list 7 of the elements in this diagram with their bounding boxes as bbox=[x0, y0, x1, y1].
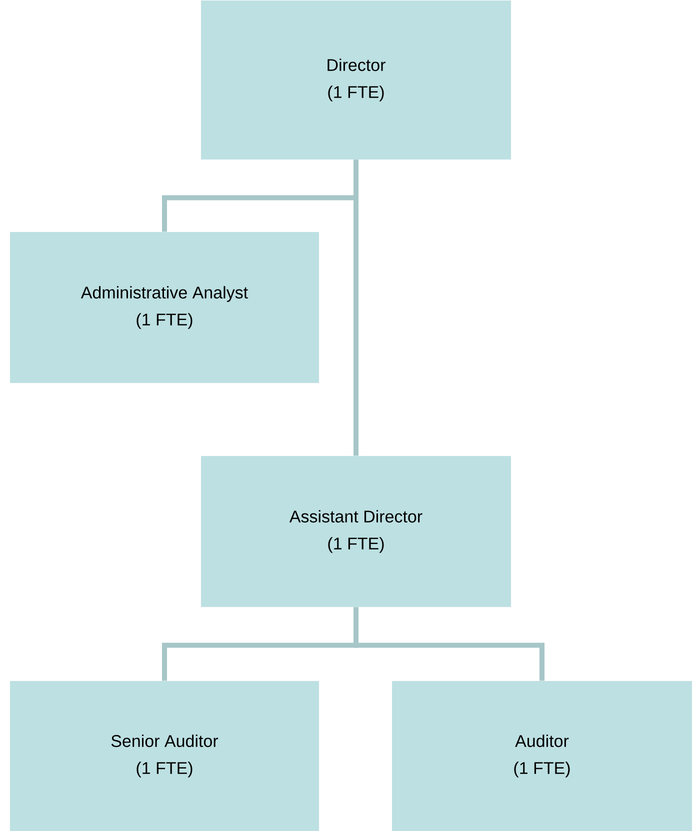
position-box: Senior Auditor (1 FTE) bbox=[10, 681, 319, 831]
connector-line bbox=[162, 160, 358, 232]
position-box: Administrative Analyst (1 FTE) bbox=[10, 232, 319, 383]
position-box: Auditor (1 FTE) bbox=[392, 681, 692, 831]
position-box: Assistant Director (1 FTE) bbox=[201, 456, 511, 607]
position-box: Director (1 FTE) bbox=[201, 0, 511, 160]
connector-line bbox=[354, 607, 544, 681]
